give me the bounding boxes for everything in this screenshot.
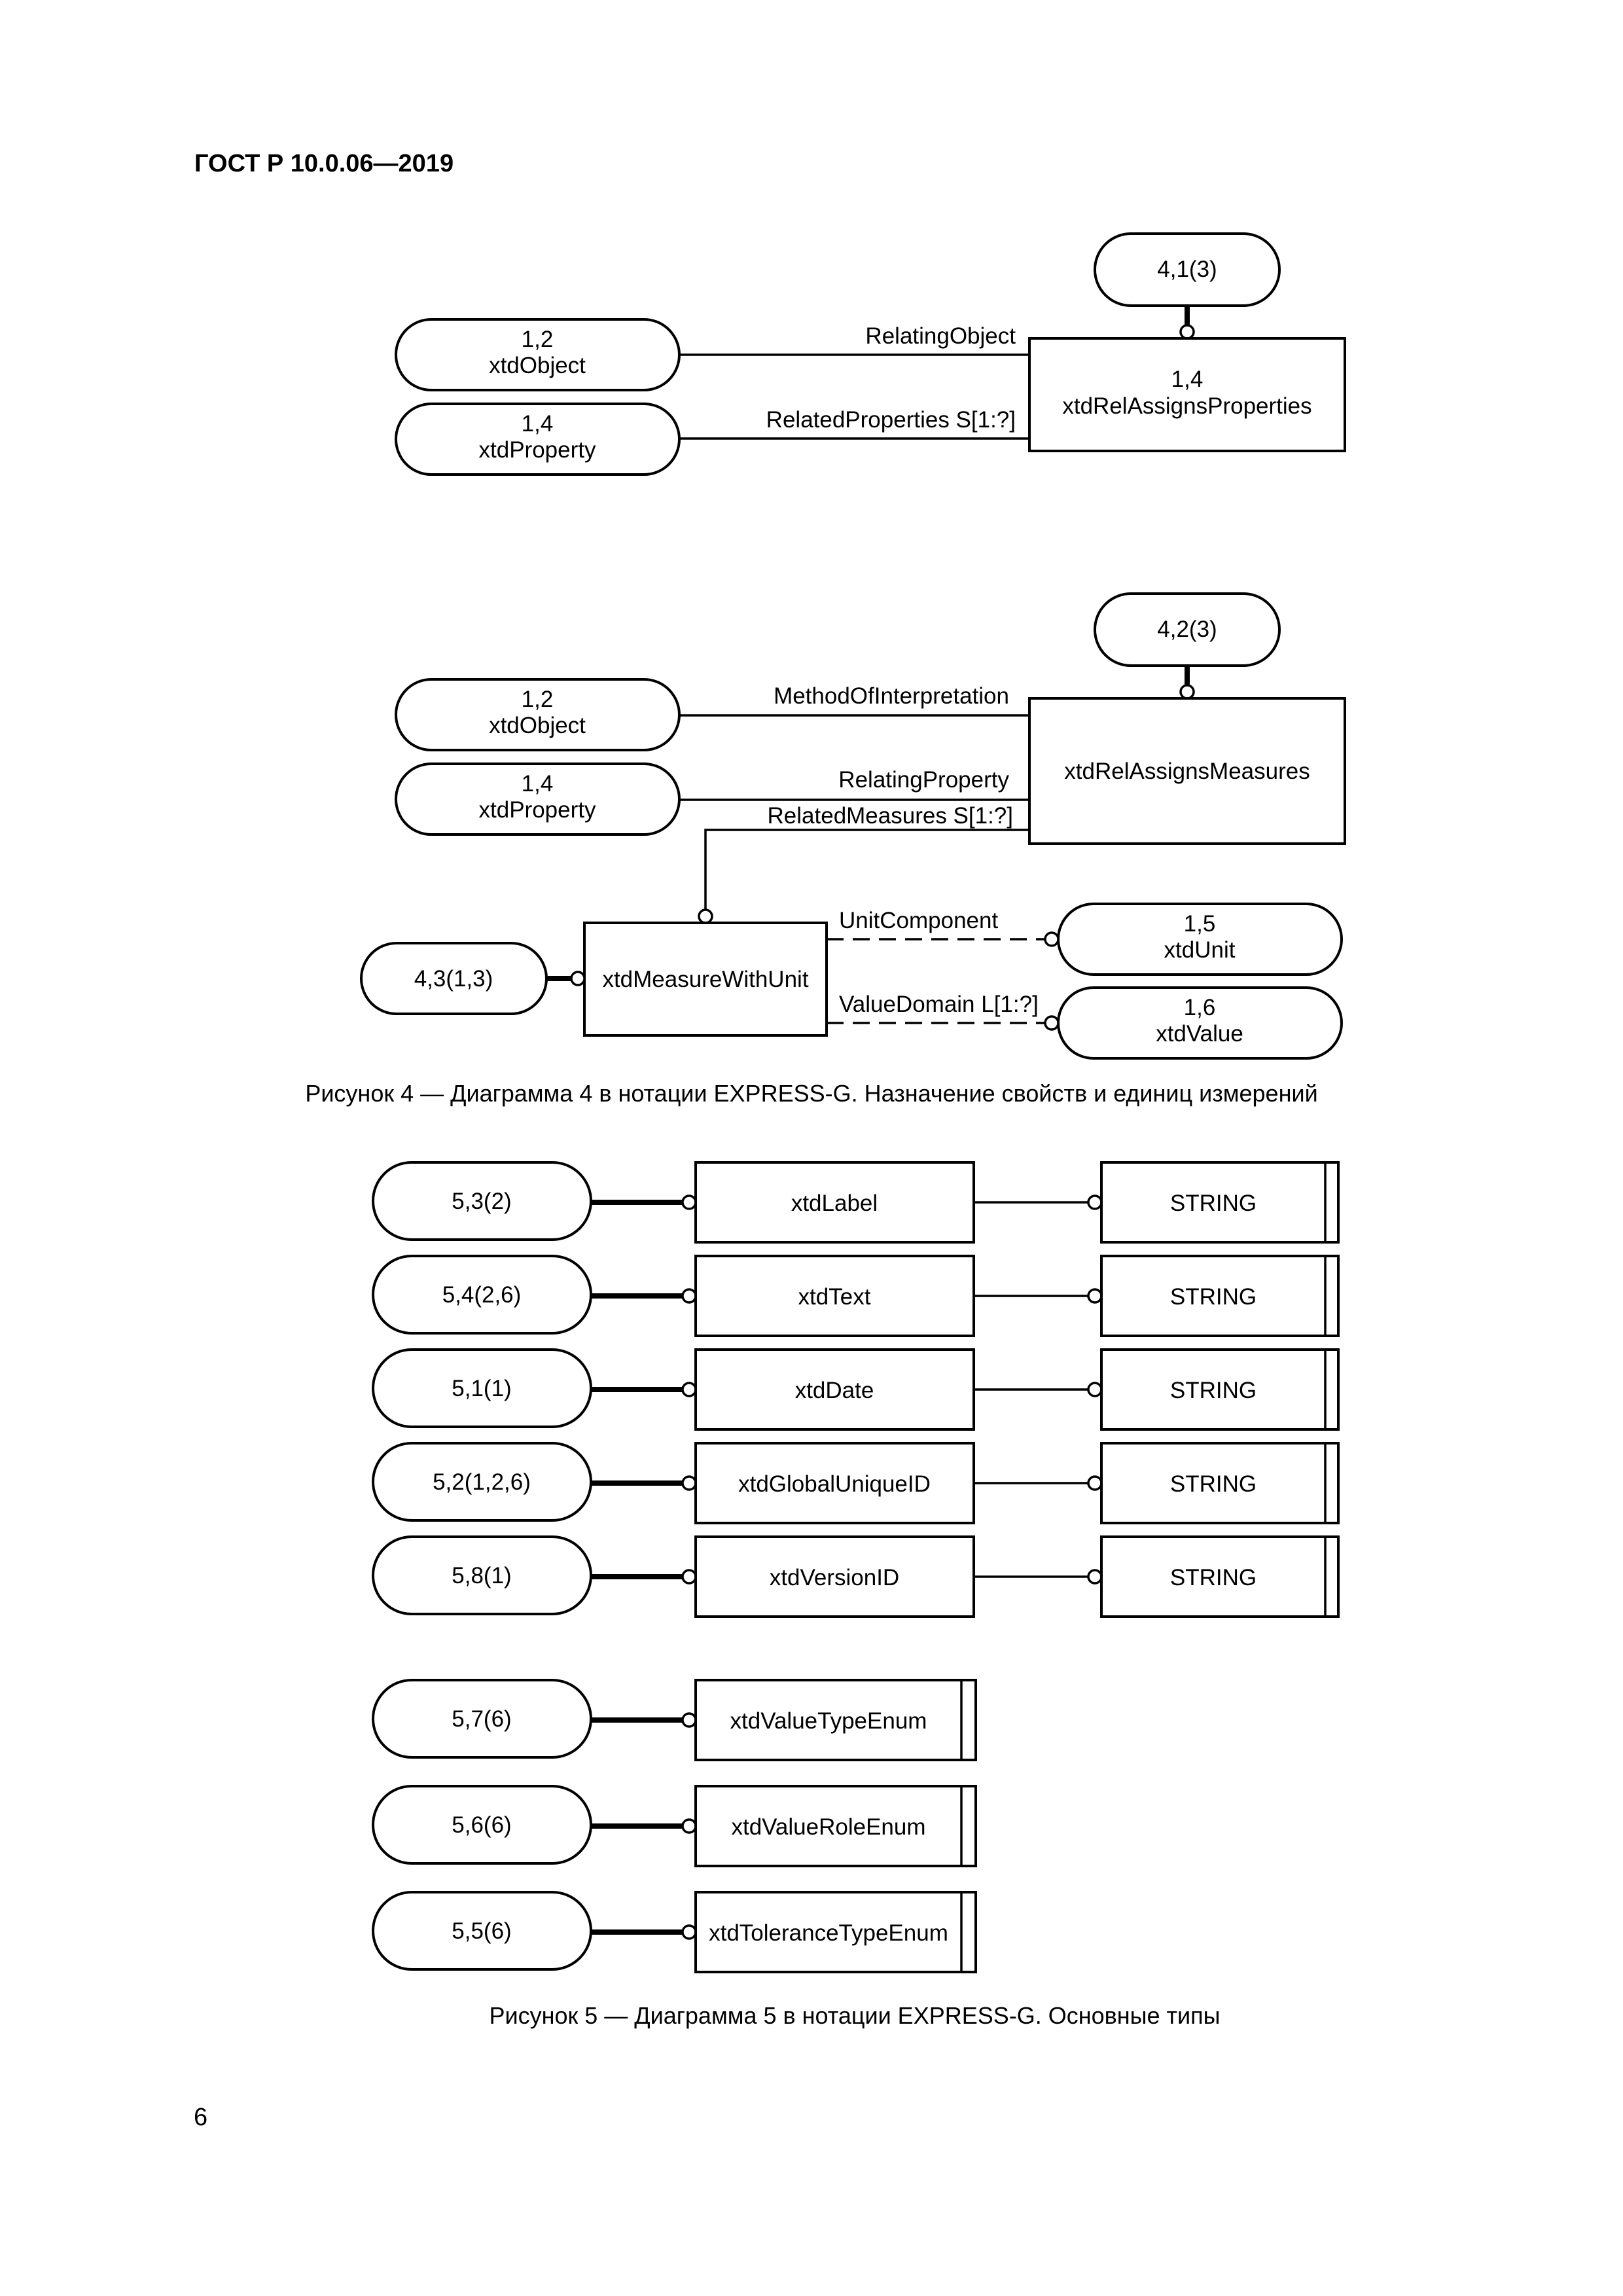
defined-type-name: xtdLabel	[791, 1191, 878, 1216]
entity-ref-number: 1,2	[522, 327, 554, 352]
relation-end-circle	[570, 971, 586, 986]
attribute-label: UnitComponent	[839, 908, 998, 933]
relation-end-circle	[681, 1712, 697, 1728]
relation-end-circle	[681, 1924, 697, 1940]
simple-type-name: STRING	[1170, 1471, 1257, 1497]
enum-type-box	[694, 1679, 977, 1761]
defined-type-name: xtdGlobalUniqueID	[738, 1471, 931, 1497]
enum-row: 5,7(6) xtdValueTypeEnum	[372, 1679, 977, 1761]
entity-ref-number: 1,6	[1184, 995, 1216, 1020]
relation-end-circle	[681, 1475, 697, 1491]
entity-ref-number: 1,5	[1184, 911, 1216, 937]
entity-ref-name: xtdValue	[1156, 1021, 1243, 1047]
attribute-label: RelatingObject	[865, 323, 1016, 349]
figure4-top-diagram: 4,1(3) 1,4 xtdRelAssignsProperties 1,2 x…	[395, 232, 1346, 476]
figure5-type-rows: 5,3(2) xtdLabel STRING 5,4(2,6) xtdText …	[372, 1161, 1340, 1618]
defined-type-box	[694, 1161, 975, 1244]
simple-type-name: STRING	[1170, 1565, 1257, 1590]
relation-line	[704, 829, 1029, 910]
defined-type-box	[694, 1255, 975, 1337]
entity-name: xtdMeasureWithUnit	[602, 967, 808, 992]
page-ref-label: 5,6(6)	[452, 1812, 511, 1838]
entity-number: 1,4	[1171, 367, 1204, 392]
attribute-label: ValueDomain L[1:?]	[839, 992, 1039, 1017]
enum-type-box	[694, 1785, 977, 1867]
enum-row: 5,5(6) xtdToleranceTypeEnum	[372, 1891, 977, 1973]
enum-type-name: xtdValueRoleEnum	[731, 1814, 925, 1840]
defined-type-name: xtdText	[798, 1284, 871, 1310]
relation-end-circle	[1044, 931, 1060, 947]
simple-type-box	[1100, 1161, 1340, 1244]
page-ref-label: 5,8(1)	[452, 1563, 511, 1588]
page-ref-label: 4,3(1,3)	[414, 966, 493, 992]
entity-ref-number: 1,4	[522, 771, 554, 797]
figure5-enum-rows: 5,7(6) xtdValueTypeEnum 5,6(6) xtdValueR…	[372, 1679, 977, 1973]
relation-end-circle	[681, 1818, 697, 1834]
type-row: 5,3(2) xtdLabel STRING	[372, 1161, 1340, 1244]
entity-box	[1028, 337, 1346, 452]
relation-end-circle	[1179, 324, 1195, 340]
relation-end-circle	[1087, 1382, 1103, 1397]
relation-end-circle	[1087, 1288, 1103, 1304]
page-ref-label: 4,1(3)	[1157, 257, 1217, 282]
page-ref-label: 5,5(6)	[452, 1918, 511, 1944]
document-header: ГОСТ Р 10.0.06—2019	[194, 150, 454, 177]
page-ref-label: 5,7(6)	[452, 1706, 511, 1732]
attribute-label: MethodOfInterpretation	[774, 683, 1009, 709]
entity-ref-name: xtdUnit	[1164, 937, 1236, 963]
defined-type-name: xtdVersionID	[770, 1565, 899, 1590]
attribute-label: RelatedMeasures S[1:?]	[768, 803, 1013, 829]
relation-end-circle	[1087, 1194, 1103, 1210]
type-row: 5,1(1) xtdDate STRING	[372, 1348, 1340, 1431]
enum-type-name: xtdValueTypeEnum	[730, 1708, 927, 1734]
relation-end-circle	[1179, 684, 1195, 700]
entity-ref-name: xtdProperty	[479, 797, 596, 823]
figure4-bottom-diagram: 4,2(3) xtdRelAssignsMeasures 1,2 xtdObje…	[360, 592, 1346, 1060]
entity-ref-number: 1,4	[522, 411, 554, 437]
attribute-label: RelatingProperty	[838, 767, 1009, 793]
entity-name: xtdRelAssignsMeasures	[1064, 759, 1310, 784]
relation-end-circle	[1087, 1569, 1103, 1585]
entity-ref-number: 1,2	[522, 687, 554, 712]
entity-ref-name: xtdObject	[489, 713, 586, 738]
defined-type-box	[694, 1535, 975, 1618]
simple-type-box	[1100, 1535, 1340, 1618]
page-ref-label: 5,4(2,6)	[442, 1282, 522, 1308]
type-row: 5,4(2,6) xtdText STRING	[372, 1255, 1340, 1337]
entity-box	[583, 922, 828, 1037]
relation-end-circle	[681, 1194, 697, 1210]
simple-type-box	[1100, 1442, 1340, 1524]
relation-end-circle	[1087, 1475, 1103, 1491]
page-ref-label: 5,2(1,2,6)	[433, 1469, 531, 1495]
page-ref-label: 5,1(1)	[452, 1376, 511, 1401]
simple-type-name: STRING	[1170, 1191, 1257, 1216]
simple-type-name: STRING	[1170, 1284, 1257, 1310]
page-ref-label: 4,2(3)	[1157, 617, 1217, 642]
type-row: 5,2(1,2,6) xtdGlobalUniqueID STRING	[372, 1442, 1340, 1524]
type-row: 5,8(1) xtdVersionID STRING	[372, 1535, 1340, 1618]
defined-type-name: xtdDate	[795, 1378, 874, 1403]
simple-type-box	[1100, 1255, 1340, 1337]
relation-end-circle	[1044, 1015, 1060, 1031]
enum-type-name: xtdToleranceTypeEnum	[709, 1920, 948, 1946]
relation-end-circle	[681, 1569, 697, 1585]
defined-type-box	[694, 1348, 975, 1431]
relation-end-circle	[698, 908, 713, 924]
enum-row: 5,6(6) xtdValueRoleEnum	[372, 1785, 977, 1867]
relation-end-circle	[681, 1382, 697, 1397]
enum-type-box	[694, 1891, 977, 1973]
relation-end-circle	[681, 1288, 697, 1304]
entity-name: xtdRelAssignsProperties	[1062, 393, 1311, 419]
entity-box	[1028, 697, 1346, 845]
page-ref-label: 5,3(2)	[452, 1189, 511, 1214]
page-number: 6	[194, 2104, 207, 2131]
simple-type-box	[1100, 1348, 1340, 1431]
simple-type-name: STRING	[1170, 1378, 1257, 1403]
attribute-label: RelatedProperties S[1:?]	[766, 407, 1016, 433]
figure5-caption: Рисунок 5 — Диаграмма 5 в нотации EXPRES…	[489, 2002, 1220, 2029]
figure4-caption: Рисунок 4 — Диаграмма 4 в нотации EXPRES…	[305, 1080, 1317, 1107]
entity-ref-name: xtdProperty	[479, 437, 596, 463]
entity-ref-name: xtdObject	[489, 353, 586, 378]
